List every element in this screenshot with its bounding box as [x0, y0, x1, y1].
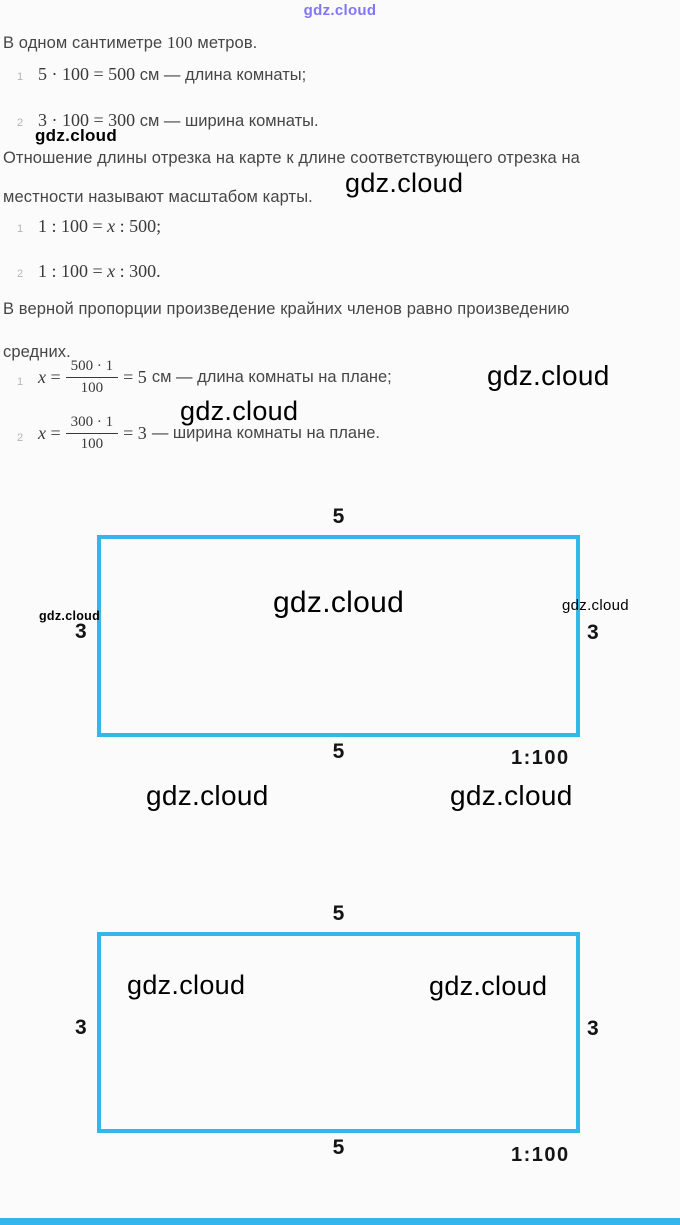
fraction-numerator: 500 · 1	[65, 358, 119, 378]
math-pre: 1 : 100 =	[38, 261, 108, 281]
math-variable: x	[38, 423, 46, 443]
fraction-denominator: 100	[80, 380, 104, 396]
math-expression: 1 : 100 = x : 300.	[38, 261, 161, 281]
math-post: : 500;	[115, 216, 162, 236]
item-text: — ширина комнаты на плане.	[151, 424, 380, 442]
math-result: = 5	[123, 367, 147, 387]
math-variable: x	[107, 216, 116, 236]
math-variable: x	[107, 261, 116, 281]
paragraph-2-line-2: местности называют масштабом карты.	[3, 188, 313, 206]
watermark-bold-small: gdz.cloud	[35, 126, 118, 145]
item-number: 2	[17, 432, 24, 444]
item-number: 2	[17, 117, 24, 129]
diagram1-watermark-below-left: gdz.cloud	[146, 780, 269, 811]
item-text: см — ширина комнаты.	[135, 112, 319, 130]
intro-text-pre: В одном сантиметре	[3, 34, 167, 52]
paragraph-3-line-2: средних.	[3, 343, 71, 361]
intro-paragraph: В одном сантиметре 100 метров.	[3, 33, 257, 53]
math-post: : 300.	[115, 261, 161, 281]
diagram2-watermark-inside-right: gdz.cloud	[429, 971, 548, 1001]
fraction: 500 · 1 100	[65, 358, 119, 397]
diagram1-top-dimension: 5	[332, 505, 345, 528]
list-item-5: 1 x = 500 · 1 100 = 5 см — длина комнаты …	[0, 358, 392, 406]
math-variable: x	[38, 367, 46, 387]
item-content: x = 500 · 1 100 = 5 см — длина комнаты на…	[38, 358, 392, 397]
intro-text-post: метров.	[192, 34, 258, 52]
math-expression: 1 : 100 = x : 500;	[38, 216, 161, 236]
item-content: 1 : 100 = x : 500;	[38, 216, 161, 237]
math-result: = 3	[123, 423, 147, 443]
diagram1-watermark-below-right: gdz.cloud	[450, 780, 573, 811]
item-number: 1	[17, 376, 24, 388]
equals-sign: =	[46, 423, 61, 443]
math-lhs: x =	[38, 367, 61, 388]
item-number: 1	[17, 223, 24, 235]
list-item-1: 1 5 · 100 = 500 см — длина комнаты;	[0, 64, 306, 90]
diagram1-right-dimension: 3	[587, 621, 599, 644]
watermark-between-items: gdz.cloud	[180, 396, 299, 426]
fraction: 300 · 1 100	[65, 414, 119, 453]
item-content: 5 · 100 = 500 см — длина комнаты;	[38, 64, 306, 85]
watermark-right-of-item5: gdz.cloud	[487, 360, 610, 391]
diagram1-watermark-left: gdz.cloud	[39, 609, 101, 623]
diagram1-scale-label: 1:100	[511, 747, 570, 769]
math-expression: 3 · 100 = 300	[38, 110, 136, 130]
math-pre: 1 : 100 =	[38, 216, 108, 236]
list-item-2: 2 3 · 100 = 300 см — ширина комнаты.	[0, 110, 319, 136]
paragraph-2-line-1: Отношение длины отрезка на карте к длине…	[3, 149, 580, 167]
diagram1-watermark-center: gdz.cloud	[272, 586, 405, 619]
footer-accent-bar	[0, 1218, 680, 1225]
diagram2-watermark-inside-left: gdz.cloud	[127, 970, 246, 1000]
fraction-numerator: 300 · 1	[65, 414, 119, 434]
diagram2-rectangle	[97, 932, 580, 1133]
item-content: x = 300 · 1 100 = 3 — ширина комнаты на п…	[38, 414, 380, 453]
diagram1-watermark-right: gdz.cloud	[562, 597, 629, 614]
diagram1-rectangle	[97, 535, 580, 737]
watermark-inline-large: gdz.cloud	[345, 168, 464, 198]
diagram2-left-dimension: 3	[75, 1016, 87, 1039]
item-content: 1 : 100 = x : 300.	[38, 261, 161, 282]
equals-sign: =	[46, 367, 61, 387]
item-number: 2	[17, 268, 24, 280]
item-text: см — длина комнаты на плане;	[151, 368, 392, 386]
item-text: см — длина комнаты;	[135, 66, 307, 84]
intro-math: 100	[166, 33, 193, 52]
list-item-4: 2 1 : 100 = x : 300.	[0, 261, 161, 287]
list-item-6: 2 x = 300 · 1 100 = 3 — ширина комнаты на…	[0, 414, 380, 462]
diagram2-right-dimension: 3	[587, 1017, 599, 1040]
diagram1-bottom-dimension: 5	[332, 740, 345, 763]
watermark-top: gdz.cloud	[303, 2, 377, 19]
diagram1-left-dimension: 3	[75, 620, 87, 643]
math-lhs: x =	[38, 423, 61, 444]
diagram2-scale-label: 1:100	[511, 1144, 570, 1166]
item-content: 3 · 100 = 300 см — ширина комнаты.	[38, 110, 319, 131]
item-number: 1	[17, 71, 24, 83]
paragraph-3-line-1: В верной пропорции произведение крайних …	[3, 300, 570, 318]
math-expression: 5 · 100 = 500	[38, 64, 136, 84]
diagram2-top-dimension: 5	[332, 902, 345, 925]
diagram2-bottom-dimension: 5	[332, 1136, 345, 1159]
list-item-3: 1 1 : 100 = x : 500;	[0, 216, 161, 242]
fraction-denominator: 100	[80, 436, 104, 452]
